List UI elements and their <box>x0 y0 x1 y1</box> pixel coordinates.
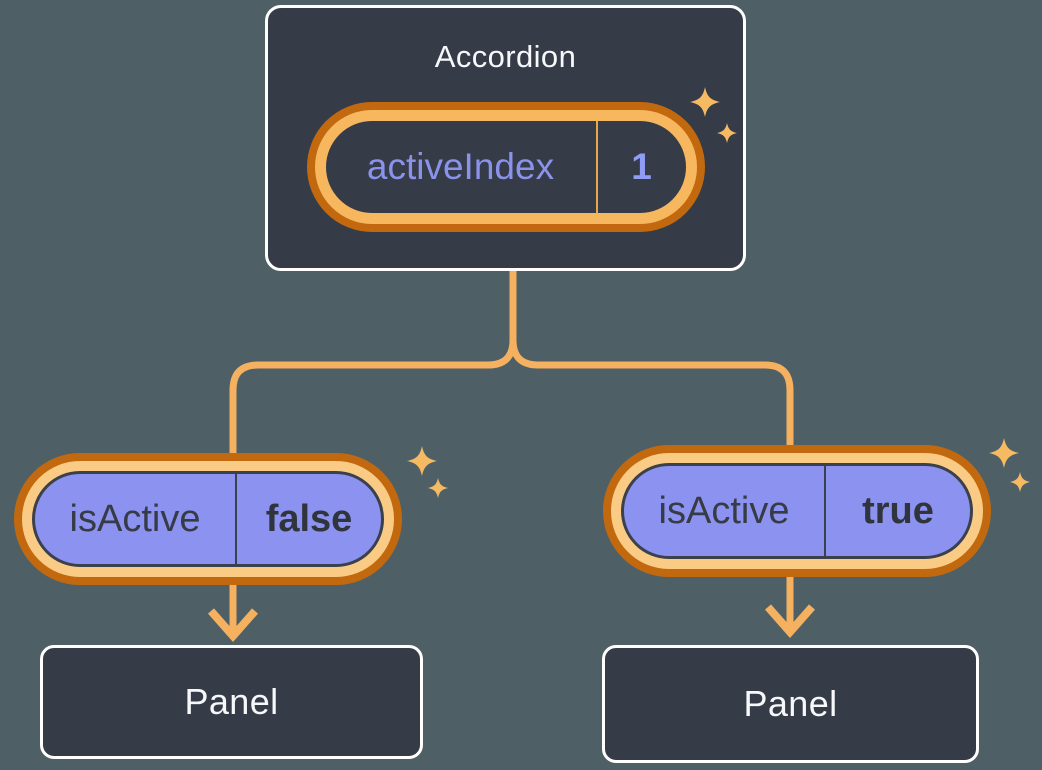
panel-node-right: Panel <box>602 645 979 763</box>
panel-label: Panel <box>184 681 279 722</box>
arrow-down-icon <box>207 608 259 643</box>
prop-name-label: isActive <box>658 489 790 532</box>
panel-label: Panel <box>743 683 838 724</box>
prop-value-label: true <box>862 489 934 532</box>
prop-name-label: isActive <box>69 497 201 540</box>
prop-value-label: false <box>265 497 353 540</box>
accordion-node: Accordion activeIndex 1 <box>265 5 746 271</box>
prop-pill-inner: isActive true <box>621 463 973 559</box>
arrow-down-icon <box>764 604 816 639</box>
state-pill-divider <box>595 121 598 213</box>
prop-pill-isactive-false: isActive false <box>14 453 402 585</box>
accordion-title: Accordion <box>434 39 577 74</box>
prop-pill-inner: isActive false <box>32 471 384 567</box>
prop-pill-divider <box>235 474 237 564</box>
state-value-label: 1 <box>631 146 652 187</box>
state-pill-inner: activeIndex 1 <box>325 121 686 213</box>
prop-pill-divider <box>824 466 826 556</box>
prop-pill-isactive-true: isActive true <box>603 445 991 577</box>
panel-node-left: Panel <box>40 645 423 759</box>
connector-right-branch <box>509 271 794 633</box>
state-name-label: activeIndex <box>366 146 555 187</box>
state-pill: activeIndex 1 <box>306 102 705 232</box>
